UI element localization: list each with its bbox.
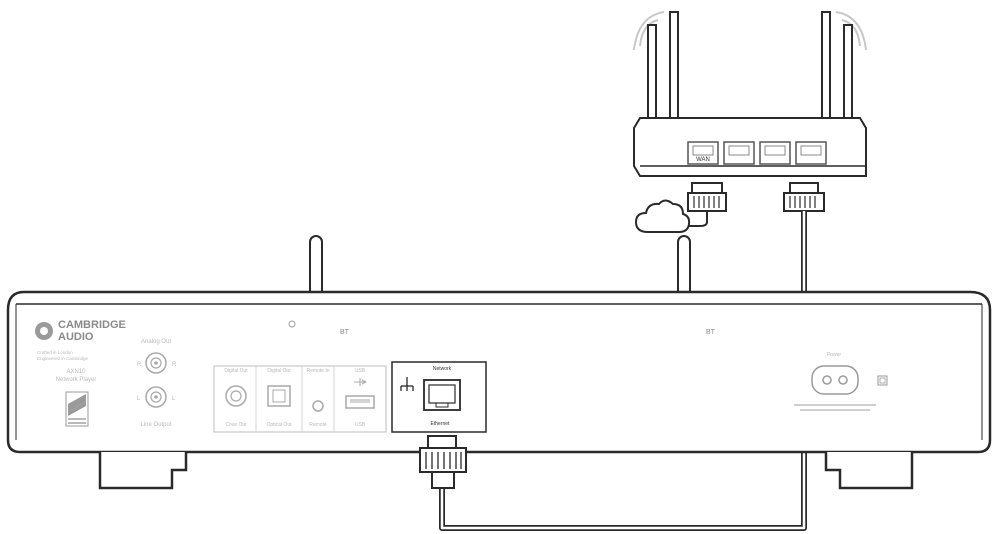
power-rating-text [794,404,876,406]
rj45-plug-player [419,435,467,489]
router-lan-port [723,141,755,165]
channel-r-label: R [137,362,142,368]
digital-out-panel: Digital Out Coax Out Digital Out Optical… [213,365,387,433]
antenna-label-right: BT [706,329,716,336]
ethernet-label: Ethernet [431,421,451,427]
cloud-icon [634,199,691,233]
brand-block: CAMBRIDGE AUDIO Crafted in London Engine… [35,319,126,427]
router-antenna [821,11,831,121]
class2-symbol-icon [877,375,888,386]
router-ports: WAN [687,141,827,165]
remote-jack [312,400,324,412]
optical-out-label: Optical Out [266,422,292,428]
channel-l-label-2: L [172,396,176,402]
router-lan-port [795,141,827,165]
router-antenna [843,24,853,121]
brand-tagline-line1: Crafted in London [37,350,73,355]
power-label: Power [827,352,842,358]
wifi-signal-right-icon [841,19,861,47]
network-panel: Network Ethernet [391,361,487,433]
brand-tagline-line2: Engineered in Cambridge [37,356,89,361]
channel-l-label: L [137,396,141,402]
brand-name-line2: AUDIO [58,331,94,343]
router-lan-port [759,141,791,165]
remote-in-label: Remote In [306,368,329,374]
usb-label: USB [355,422,366,428]
channel-r-label-2: R [172,362,177,368]
power-section: Power [794,352,888,411]
router-wan-label: WAN [696,157,710,163]
remote-label: Remote [309,422,327,428]
wifi-signal-left-icon [639,19,659,47]
analog-out-label: Analog Out [141,339,171,345]
analog-out-section: Analog Out R R L L Line Output [137,339,177,428]
rj45-plug-wan [676,182,727,227]
line-output-label: Line Output [140,422,171,428]
router-antenna [669,11,679,121]
rj45-plug-lan [783,182,825,212]
digital-out-label-1: Digital Out [224,368,248,374]
power-inlet [811,365,859,395]
network-icon [400,377,414,391]
digital-out-label-2: Digital Out [267,368,291,374]
router: WAN [633,11,867,177]
player-foot-right [824,452,914,490]
coax-out-label: Coax Out [225,422,247,428]
usb-label-top: USB [355,368,366,374]
brand-name-line1: CAMBRIDGE [58,319,126,331]
antenna-label-left: BT [340,329,350,336]
usb-icon [354,378,368,386]
model-name: AXN10 [66,369,86,375]
router-wan-port [687,141,719,165]
network-label: Network [433,366,452,372]
player-foot-left [98,452,188,490]
router-antenna [647,24,657,121]
product-name: Network Player [56,377,97,383]
